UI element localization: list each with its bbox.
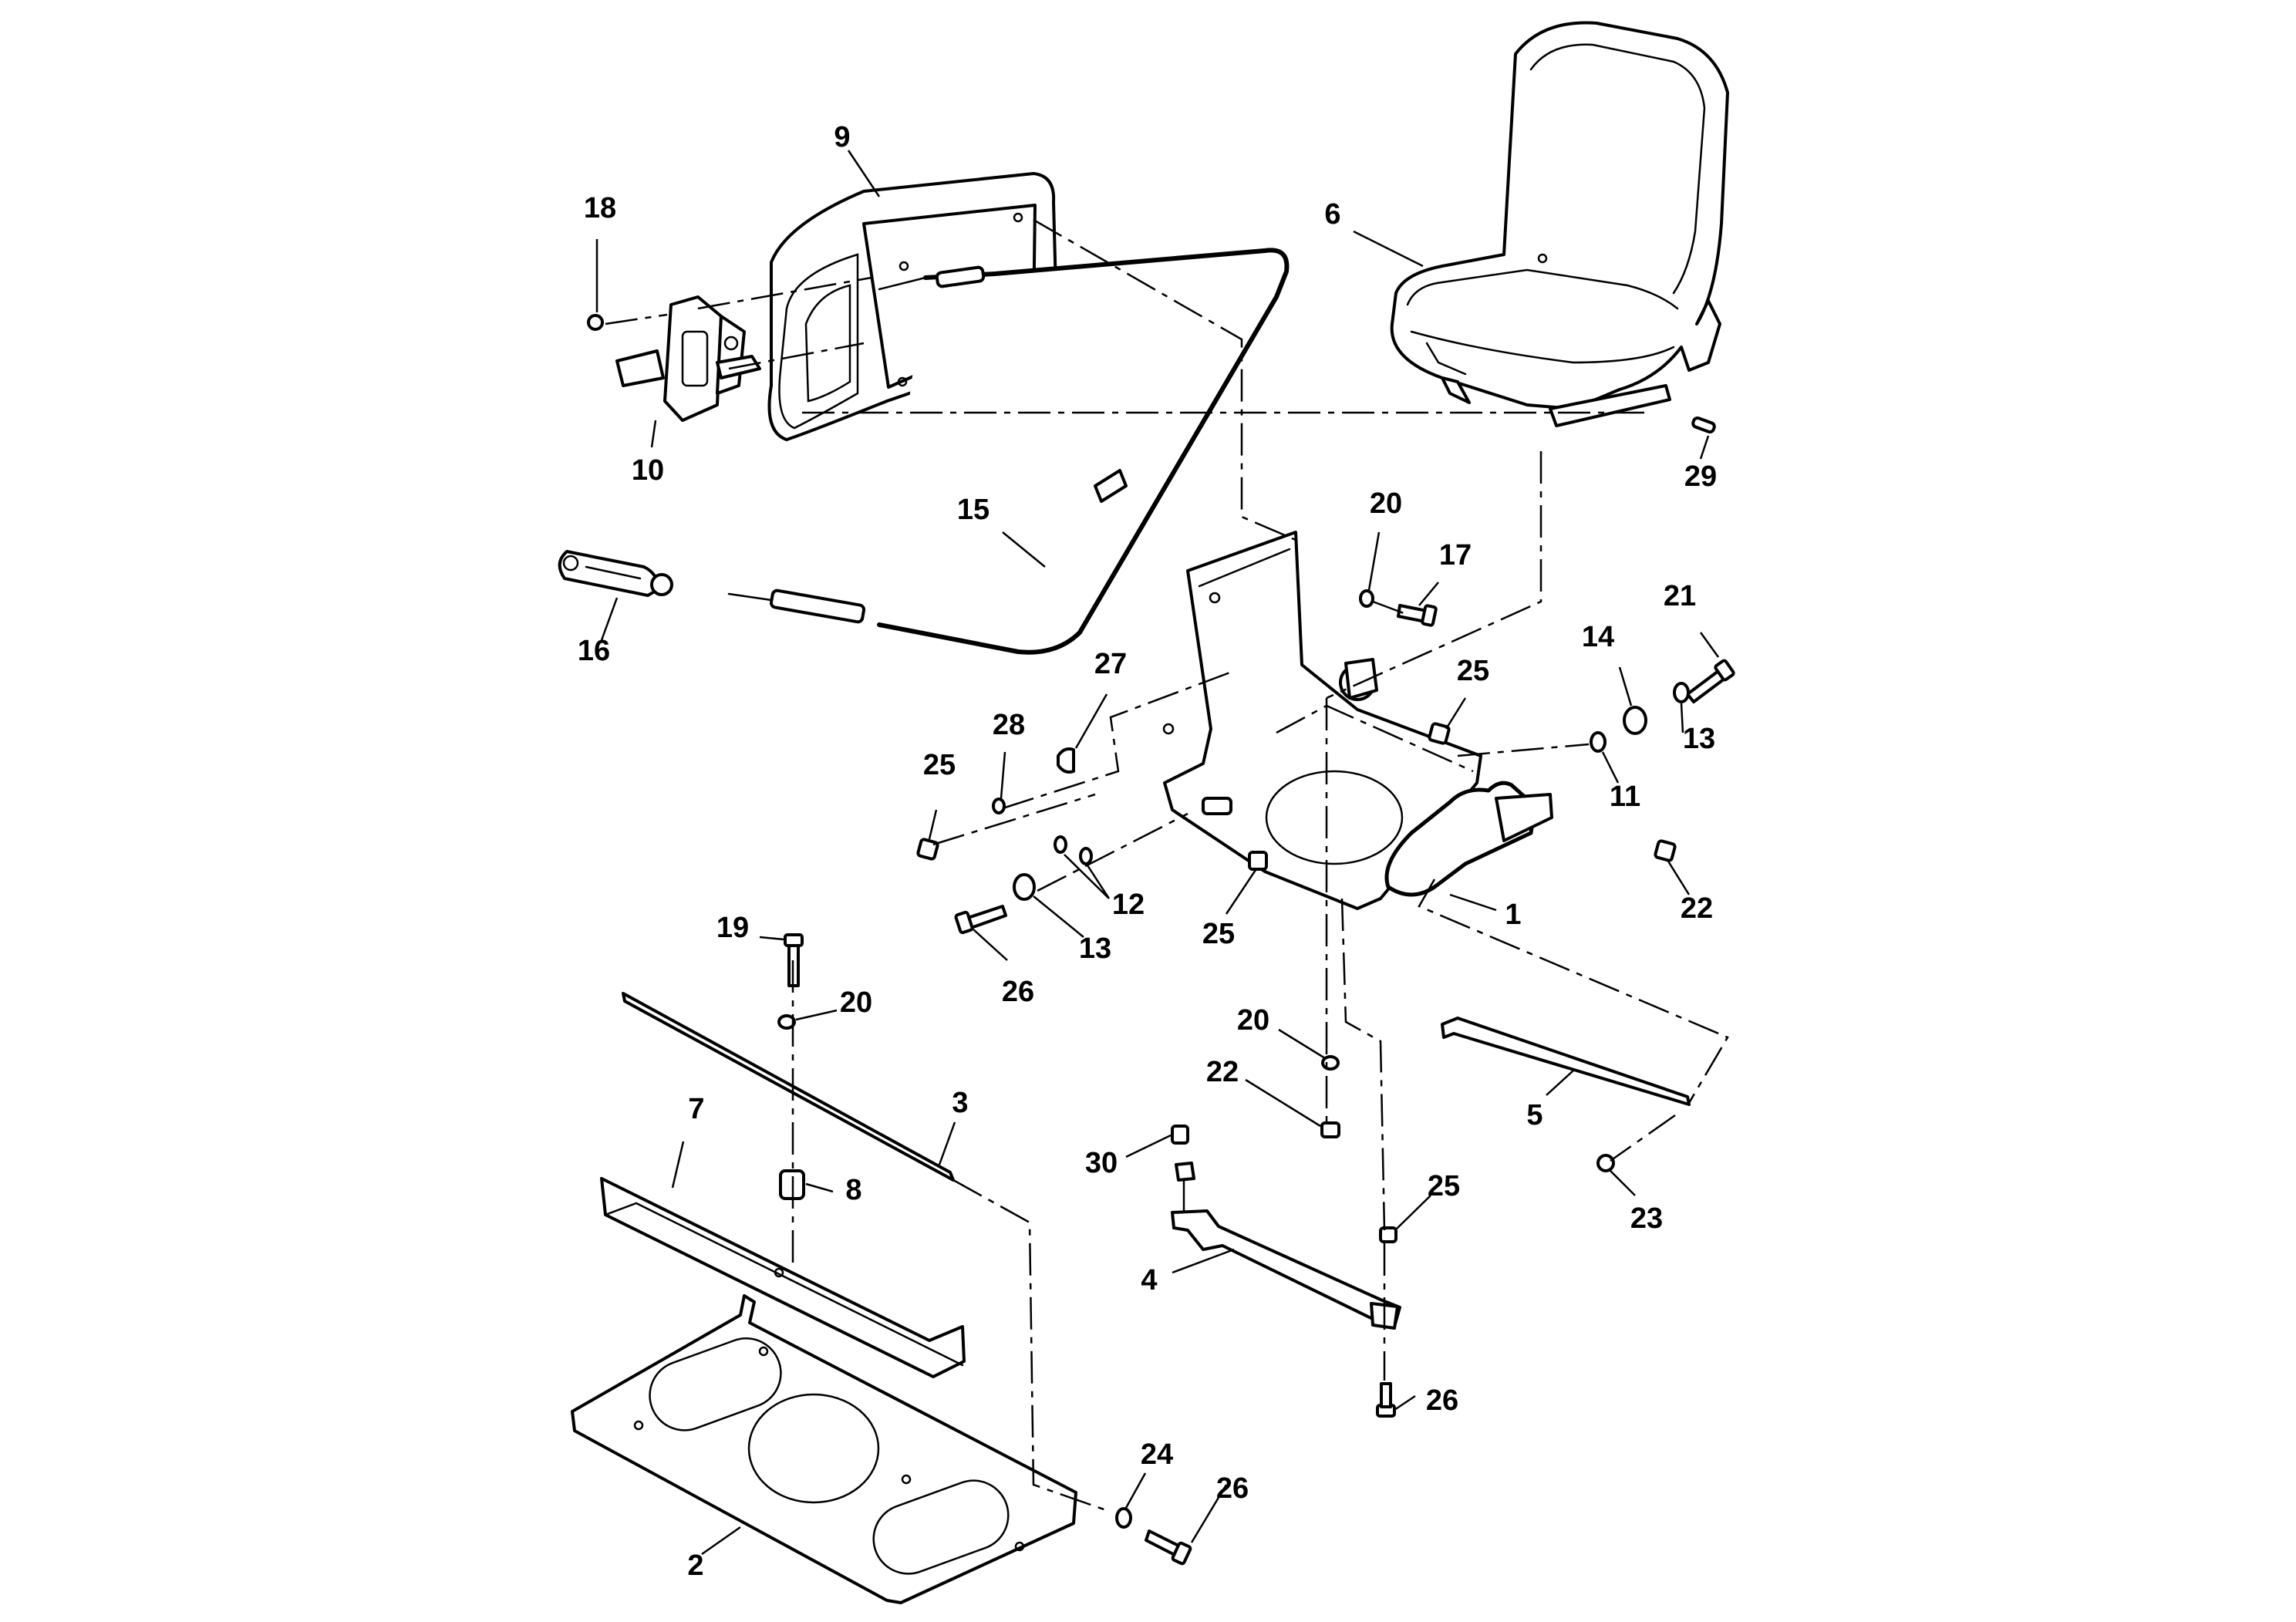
callout-25b: 25 — [923, 749, 956, 781]
callout-17: 17 — [1439, 539, 1472, 572]
callout-11: 11 — [1610, 781, 1640, 813]
callout-28: 28 — [993, 709, 1025, 741]
callout-20a: 20 — [1370, 487, 1402, 520]
assembly-lines — [605, 218, 1729, 1513]
leader-lines — [595, 150, 1720, 1556]
callout-9: 9 — [834, 121, 850, 153]
callout-15: 15 — [957, 494, 990, 526]
callout-13b: 13 — [1079, 932, 1111, 965]
part-10-throttle-control — [615, 295, 761, 422]
callout-29: 29 — [1684, 460, 1717, 493]
callout-24: 24 — [1141, 1438, 1173, 1471]
callout-22a: 22 — [1681, 892, 1713, 925]
callout-labels: 9 18 10 6 29 15 16 20 17 21 14 13 25 27 … — [578, 121, 1717, 1582]
callout-20c: 20 — [1237, 1004, 1269, 1037]
part-19-bolt — [784, 933, 804, 987]
callout-8: 8 — [845, 1174, 861, 1206]
callout-27: 27 — [1094, 648, 1127, 680]
callout-25c: 25 — [1202, 918, 1235, 950]
callout-21: 21 — [1664, 580, 1696, 612]
callout-25d: 25 — [1428, 1170, 1460, 1202]
callout-13a: 13 — [1683, 723, 1715, 755]
callout-4: 4 — [1141, 1264, 1157, 1297]
callout-25a: 25 — [1457, 655, 1489, 687]
part-4-lever — [1171, 1162, 1401, 1330]
callout-26c: 26 — [1216, 1472, 1249, 1505]
callout-26b: 26 — [1426, 1384, 1458, 1417]
part-1-seat-mount-bracket — [1162, 531, 1553, 910]
callout-6: 6 — [1324, 198, 1340, 231]
callout-18: 18 — [584, 192, 616, 224]
callout-10: 10 — [632, 454, 664, 487]
part-30-clip — [1171, 1125, 1189, 1145]
part-6-seat — [1390, 21, 1729, 427]
part-16-clevis — [558, 550, 673, 597]
part-7-angle-bracket — [600, 1177, 966, 1378]
callout-1: 1 — [1505, 899, 1521, 931]
callout-16: 16 — [578, 635, 610, 667]
part-5-link-rod — [1441, 1017, 1691, 1106]
callout-20b: 20 — [840, 986, 872, 1019]
callout-23: 23 — [1630, 1202, 1663, 1235]
callout-19: 19 — [716, 912, 749, 944]
callout-14: 14 — [1582, 621, 1614, 653]
callout-12: 12 — [1112, 889, 1145, 921]
part-18-screw — [587, 314, 604, 331]
callout-5: 5 — [1526, 1099, 1542, 1131]
callout-2: 2 — [687, 1549, 703, 1582]
callout-22b: 22 — [1206, 1056, 1239, 1088]
part-29-pin — [1691, 416, 1716, 434]
part-15-cable — [727, 248, 1290, 655]
callout-30: 30 — [1085, 1147, 1118, 1179]
fasteners — [777, 589, 1735, 1566]
callout-7: 7 — [688, 1093, 704, 1125]
callout-3: 3 — [952, 1087, 968, 1119]
callout-26a: 26 — [1002, 976, 1034, 1008]
part-2-base-plate — [571, 1294, 1077, 1604]
